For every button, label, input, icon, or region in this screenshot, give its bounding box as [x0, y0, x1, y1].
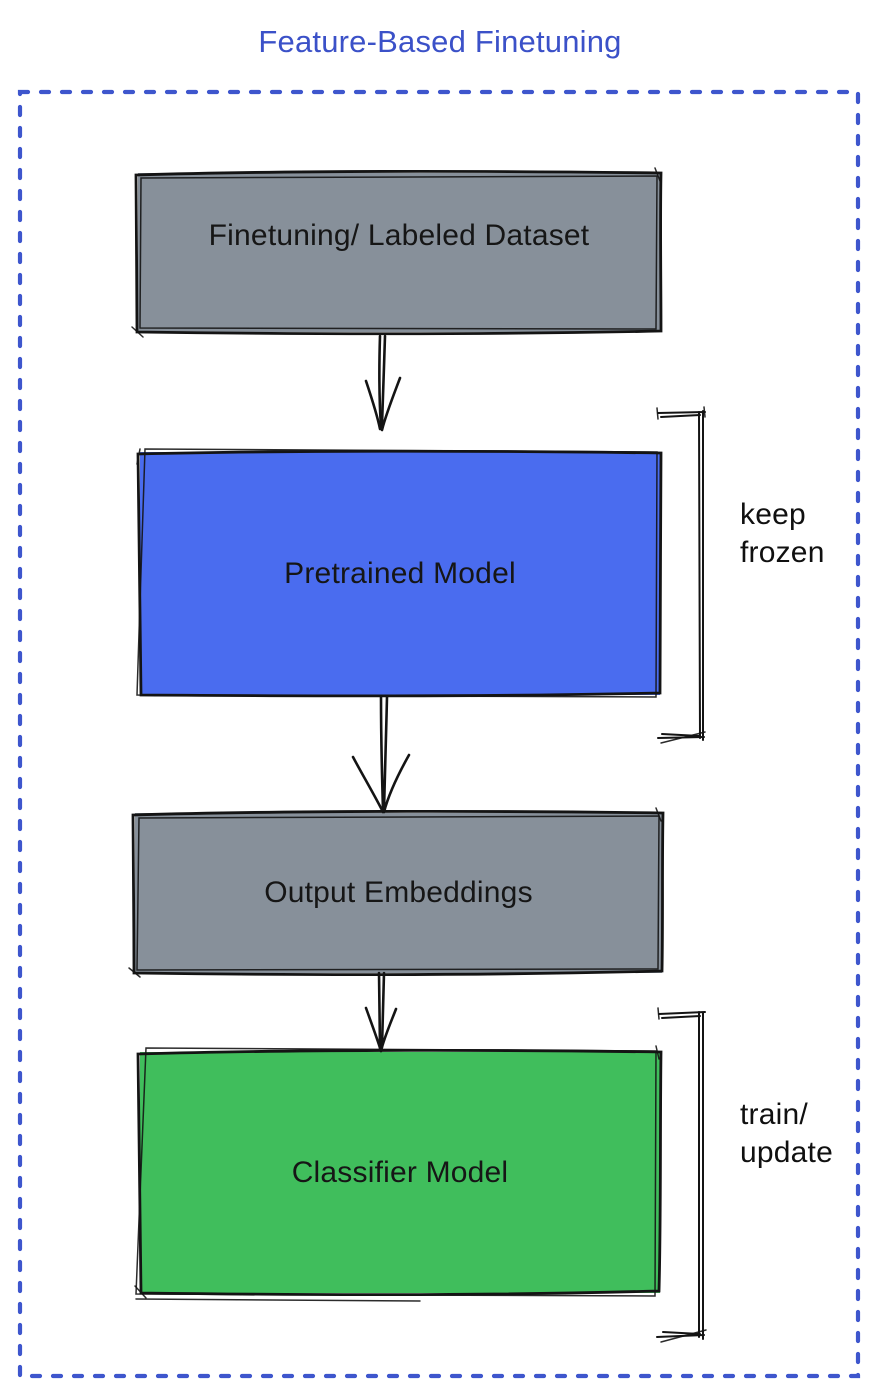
annotation-line: keep	[740, 498, 806, 531]
node-pretrained-model: Pretrained Model	[140, 452, 660, 695]
arrow-down-icon	[364, 971, 398, 1053]
annotation-train-update: train/ update	[740, 1096, 833, 1172]
node-label: Output Embeddings	[264, 876, 533, 909]
node-classifier-model: Classifier Model	[140, 1052, 660, 1293]
node-finetuning-dataset: Finetuning/ Labeled Dataset	[138, 173, 660, 332]
right-bracket-icon	[656, 406, 706, 744]
annotation-line: update	[740, 1136, 833, 1169]
annotation-line: frozen	[740, 536, 825, 569]
page-title: Feature-Based Finetuning	[258, 24, 622, 59]
node-label: Finetuning/ Labeled Dataset	[208, 218, 590, 252]
annotation-line: train/	[740, 1098, 808, 1131]
arrow-down-icon	[364, 334, 402, 432]
node-output-embeddings: Output Embeddings	[135, 813, 662, 973]
annotation-keep-frozen: keep frozen	[740, 496, 825, 572]
node-label: Pretrained Model	[284, 556, 516, 590]
arrow-down-icon	[351, 695, 411, 814]
right-bracket-icon	[656, 1007, 707, 1343]
node-label: Classifier Model	[291, 1155, 509, 1189]
